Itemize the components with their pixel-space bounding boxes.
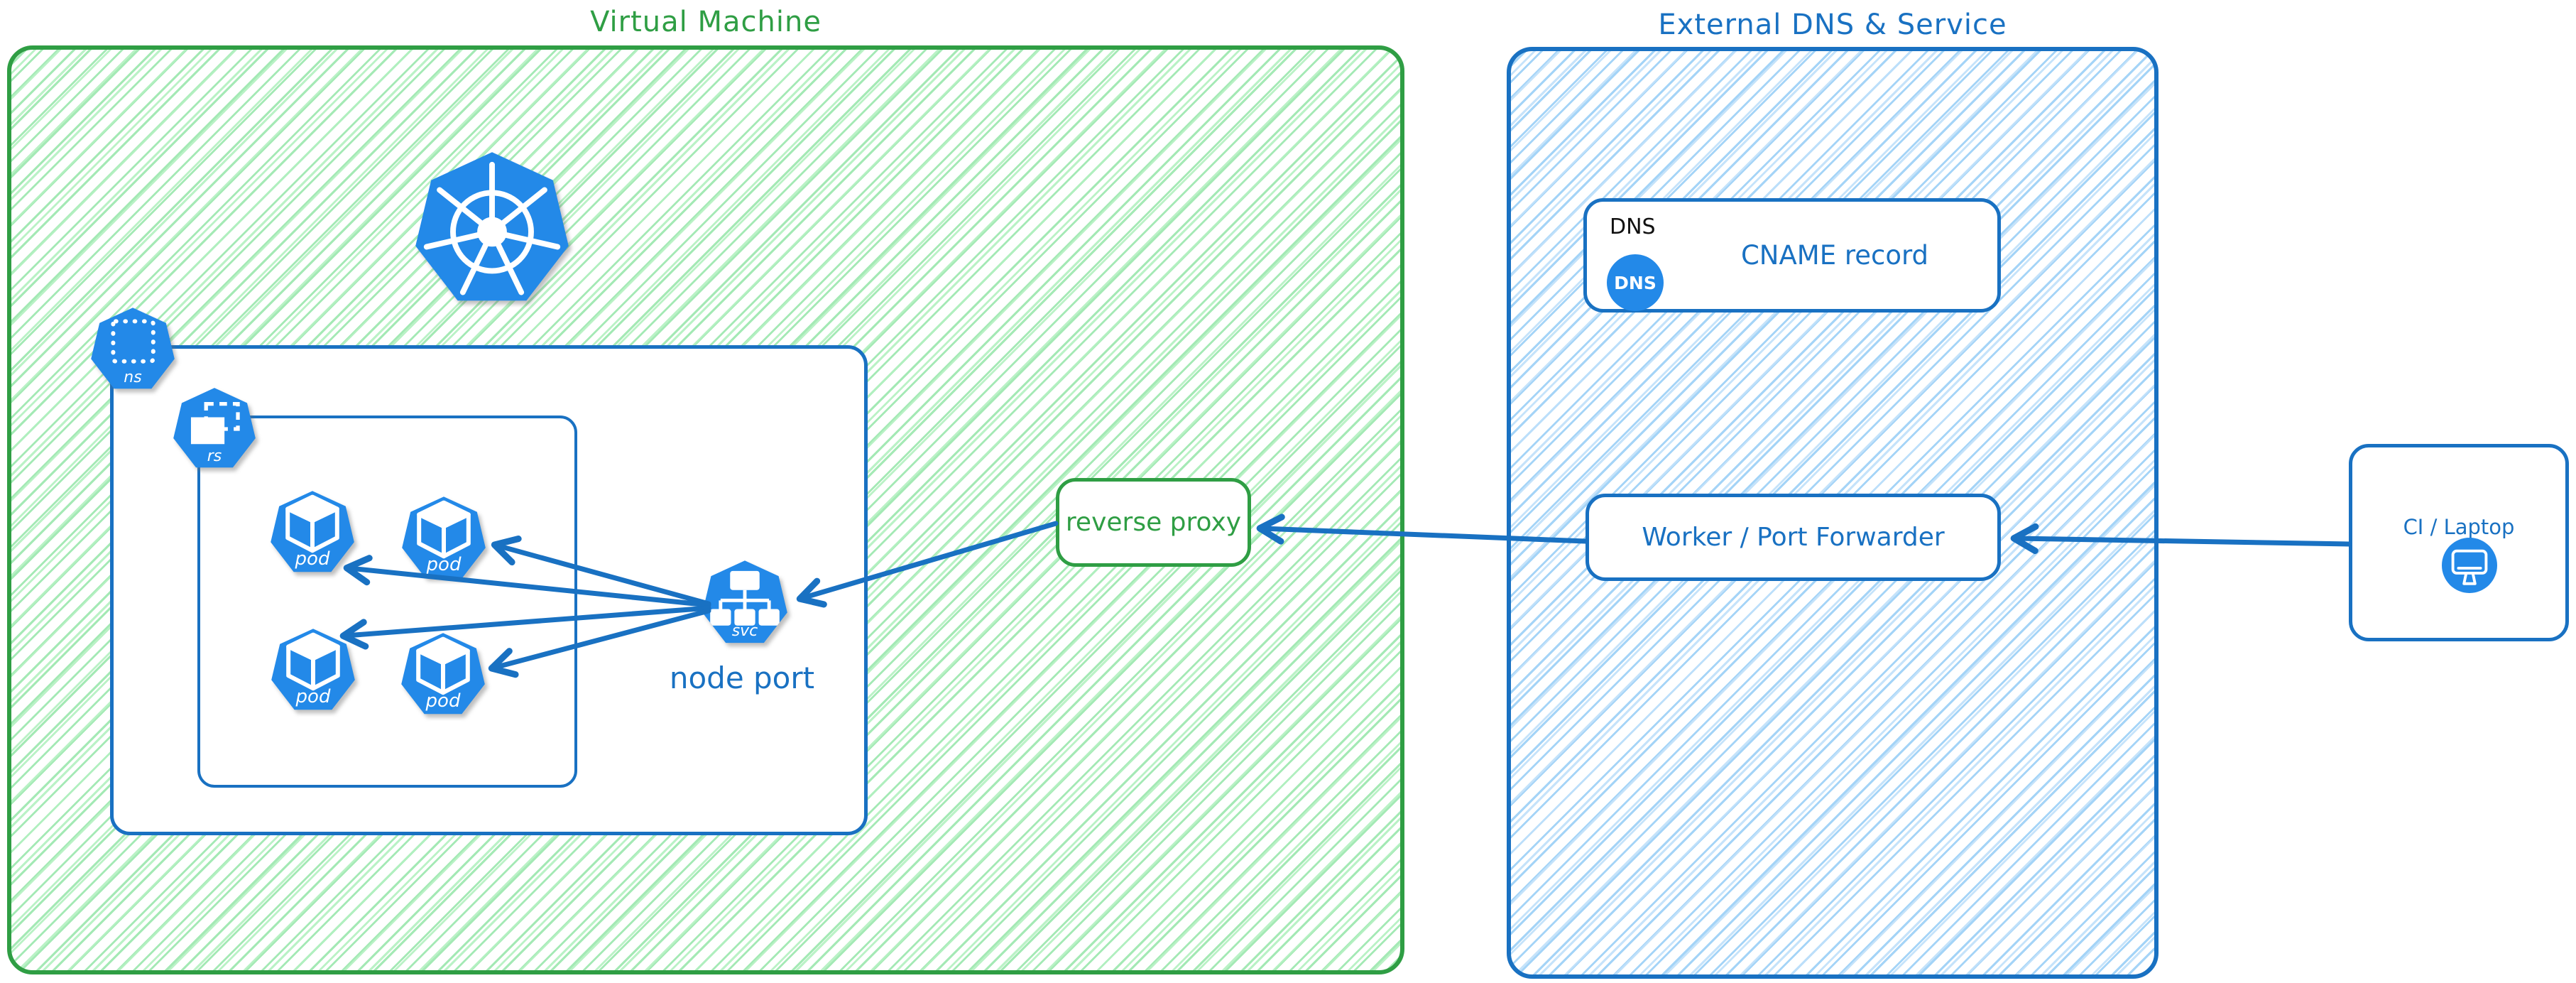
svc-badge: svc (731, 622, 758, 641)
kubernetes-node[interactable] (414, 151, 570, 307)
reverse-proxy-box[interactable]: reverse proxy (1056, 478, 1251, 567)
ns-heptagon: ns (91, 308, 175, 389)
rs-heptagon: rs (173, 388, 256, 468)
cname-record-label: CNAME record (1740, 240, 1929, 271)
pod-badge: pod (295, 548, 330, 570)
namespace-node[interactable]: ns (90, 307, 175, 392)
dns-card[interactable]: DNS DNS CNAME record (1583, 198, 2001, 313)
ns-badge: ns (124, 368, 142, 386)
cube-icon (416, 636, 470, 695)
replicaset-box[interactable] (197, 416, 577, 788)
node-port-label: node port (669, 661, 815, 695)
pod-badge: pod (425, 690, 461, 712)
ci-laptop-box[interactable]: CI / Laptop (2349, 444, 2569, 641)
pod-heptagon: pod (271, 491, 354, 572)
pod-heptagon: pod (401, 633, 485, 715)
replicaset-icon (190, 401, 240, 445)
svc-heptagon: svc (702, 560, 787, 643)
worker-label: Worker / Port Forwarder (1642, 523, 1945, 552)
dns-circle-label: DNS (1614, 272, 1657, 293)
dns-circle-icon: DNS (1607, 254, 1664, 311)
cube-icon (417, 500, 471, 559)
service-node[interactable]: svc (702, 560, 788, 646)
replicaset-node[interactable]: rs (173, 387, 256, 471)
cube-icon (286, 632, 340, 691)
pod-node-4[interactable]: pod (400, 632, 486, 717)
pod-badge: pod (426, 553, 462, 575)
kubernetes-heptagon (415, 152, 569, 301)
dns-corner-label: DNS (1610, 214, 1656, 239)
ci-laptop-label: CI / Laptop (2403, 515, 2515, 539)
pod-badge: pod (295, 685, 331, 707)
monitor-circle (2442, 538, 2497, 593)
worker-box[interactable]: Worker / Port Forwarder (1586, 494, 2001, 581)
pod-node-2[interactable]: pod (401, 496, 486, 581)
vm-group-title: Virtual Machine (590, 6, 822, 38)
pod-node-1[interactable]: pod (270, 490, 355, 575)
pod-heptagon: pod (271, 629, 355, 710)
dashed-square-icon (111, 319, 155, 364)
external-group-title: External DNS & Service (1658, 9, 2007, 41)
service-tree-icon (710, 570, 780, 626)
kubernetes-helm-icon (423, 161, 561, 295)
cube-icon (285, 494, 339, 553)
pod-heptagon: pod (402, 496, 486, 578)
monitor-icon (2451, 549, 2488, 585)
reverse-proxy-label: reverse proxy (1065, 508, 1242, 537)
pod-node-3[interactable]: pod (271, 628, 356, 713)
rs-badge: rs (207, 447, 222, 465)
